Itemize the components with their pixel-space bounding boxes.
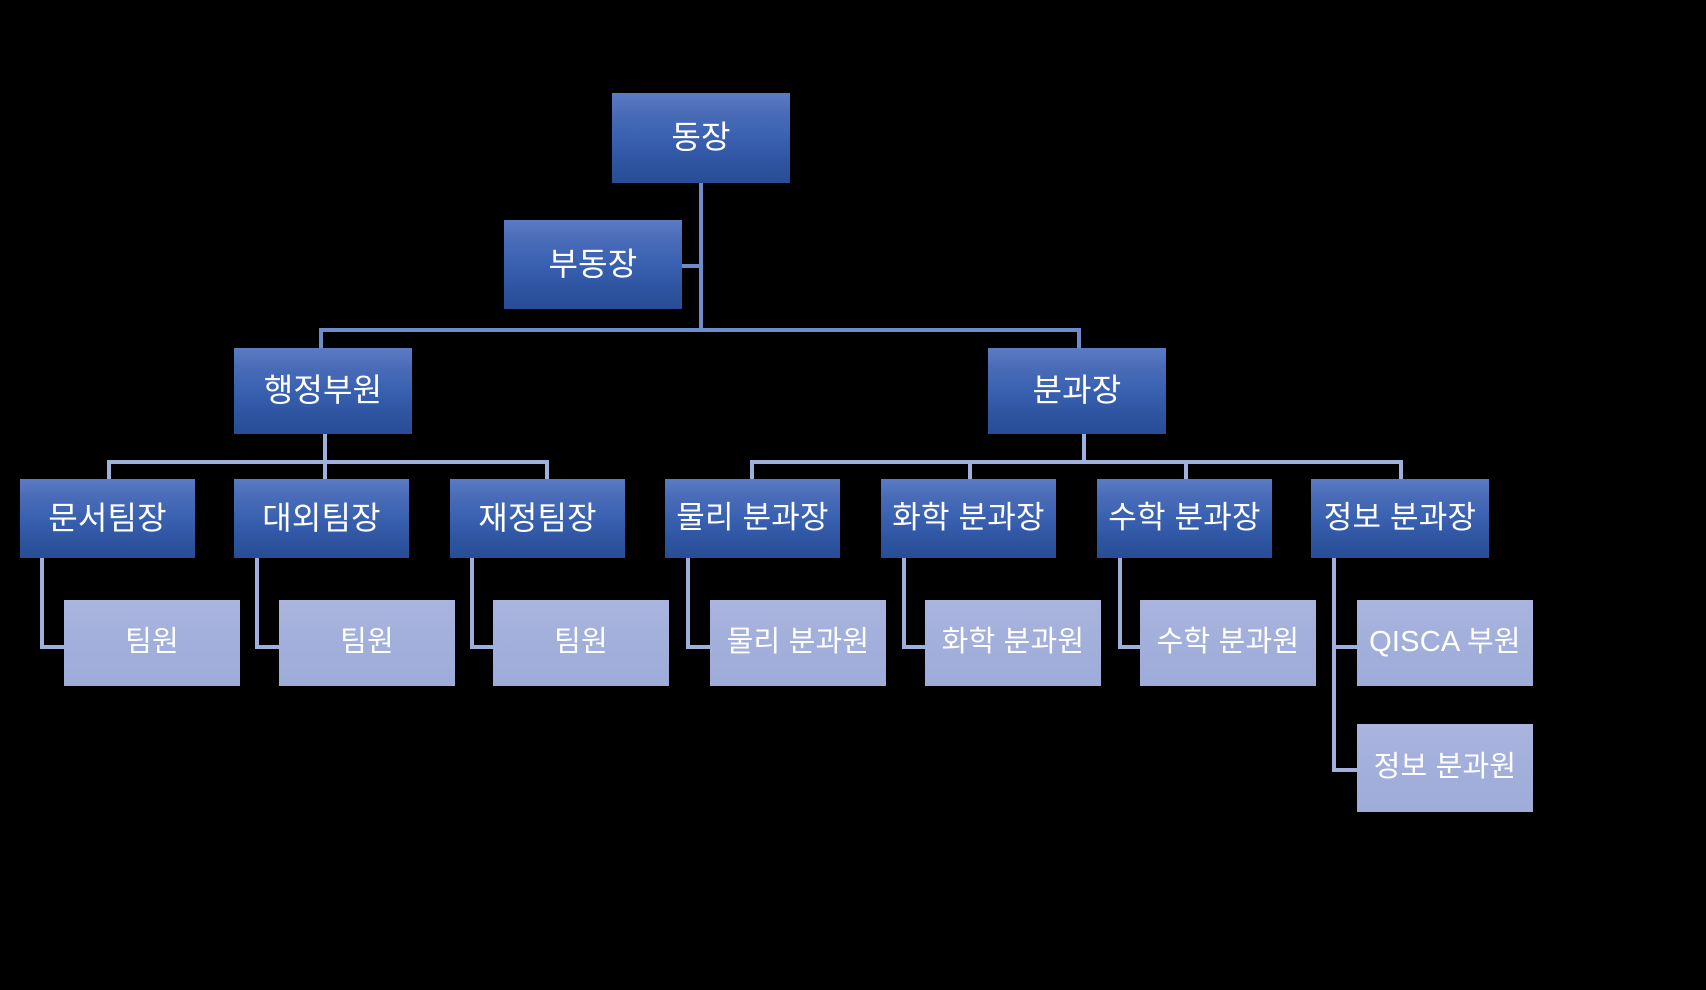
- node-external-team-member[interactable]: 팀원: [279, 600, 455, 686]
- node-math-member[interactable]: 수학 분과원: [1140, 600, 1316, 686]
- node-division-head-label: 분과장: [1032, 372, 1122, 409]
- connector-qisca-member-h: [1332, 645, 1359, 649]
- node-physics-member[interactable]: 물리 분과원: [710, 600, 886, 686]
- connector-info-member-v: [1332, 557, 1336, 772]
- node-external-team-member-label: 팀원: [340, 626, 394, 659]
- node-director-label: 동장: [671, 119, 731, 156]
- connector-director-trunk: [699, 183, 703, 330]
- node-doc-team-lead[interactable]: 문서팀장: [20, 479, 195, 558]
- connector-chemistry-member-h: [902, 645, 929, 649]
- node-info-member[interactable]: 정보 분과원: [1357, 724, 1533, 812]
- node-finance-team-member-label: 팀원: [554, 626, 608, 659]
- node-finance-team-lead-label: 재정팀장: [478, 499, 597, 536]
- node-physics-division-lead-label: 물리 분과장: [676, 500, 829, 536]
- node-division-head[interactable]: 분과장: [988, 348, 1166, 434]
- connector-chemistry-drop: [968, 460, 972, 484]
- connector-doc-member-v: [40, 557, 44, 649]
- connector-admin-stem: [323, 432, 327, 462]
- node-doc-team-member-label: 팀원: [125, 626, 179, 659]
- connector-external-member-v: [255, 557, 259, 649]
- connector-physics-drop: [750, 460, 754, 484]
- node-info-member-label: 정보 분과원: [1373, 751, 1517, 784]
- connector-admin-drop: [319, 328, 323, 354]
- connector-division-drop: [1077, 328, 1081, 354]
- node-deputy-director[interactable]: 부동장: [504, 220, 682, 309]
- node-info-division-lead-label: 정보 분과장: [1323, 500, 1477, 536]
- connector-info-drop: [1399, 460, 1403, 484]
- connector-external-drop: [323, 460, 327, 484]
- node-info-division-lead[interactable]: 정보 분과장: [1311, 479, 1489, 558]
- connector-doc-member-h: [40, 645, 67, 649]
- connector-level3-bus: [319, 328, 1081, 332]
- node-admin-head[interactable]: 행정부원: [234, 348, 412, 434]
- node-director[interactable]: 동장: [612, 93, 790, 183]
- node-doc-team-lead-label: 문서팀장: [48, 499, 167, 536]
- node-qisca-member-label: QISCA 부원: [1369, 626, 1521, 659]
- node-external-team-lead-label: 대외팀장: [262, 499, 381, 536]
- connector-external-member-h: [255, 645, 282, 649]
- connector-finance-member-h: [470, 645, 495, 649]
- node-chemistry-member[interactable]: 화학 분과원: [925, 600, 1101, 686]
- connector-division-stem: [1082, 434, 1086, 462]
- connector-admin-bus: [107, 460, 549, 464]
- connector-division-bus: [750, 460, 1403, 464]
- node-chemistry-division-lead-label: 화학 분과장: [892, 500, 1045, 536]
- node-finance-team-member[interactable]: 팀원: [493, 600, 669, 686]
- connector-math-drop: [1184, 460, 1188, 484]
- connector-deputy-stub: [680, 264, 701, 268]
- connector-math-member-h: [1118, 645, 1143, 649]
- node-chemistry-member-label: 화학 분과원: [941, 626, 1085, 659]
- connector-chemistry-member-v: [902, 557, 906, 649]
- connector-physics-member-h: [686, 645, 713, 649]
- node-math-member-label: 수학 분과원: [1156, 626, 1300, 659]
- node-physics-member-label: 물리 분과원: [726, 626, 870, 659]
- connector-physics-member-v: [686, 557, 690, 649]
- connector-finance-drop: [545, 460, 549, 484]
- connector-doc-drop: [107, 460, 111, 484]
- node-deputy-director-label: 부동장: [548, 245, 638, 282]
- node-doc-team-member[interactable]: 팀원: [64, 600, 240, 686]
- connector-math-member-v: [1118, 557, 1122, 649]
- node-physics-division-lead[interactable]: 물리 분과장: [665, 479, 840, 558]
- node-qisca-member[interactable]: QISCA 부원: [1357, 600, 1533, 686]
- node-math-division-lead-label: 수학 분과장: [1108, 500, 1261, 536]
- node-admin-head-label: 행정부원: [263, 372, 383, 409]
- node-math-division-lead[interactable]: 수학 분과장: [1097, 479, 1272, 558]
- connector-info-member-h: [1332, 768, 1359, 772]
- node-external-team-lead[interactable]: 대외팀장: [234, 479, 409, 558]
- node-finance-team-lead[interactable]: 재정팀장: [450, 479, 625, 558]
- connector-finance-member-v: [470, 557, 474, 649]
- node-chemistry-division-lead[interactable]: 화학 분과장: [881, 479, 1056, 558]
